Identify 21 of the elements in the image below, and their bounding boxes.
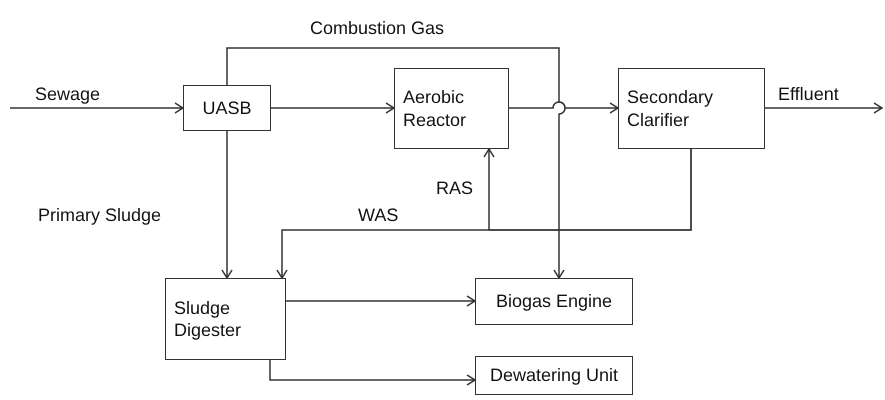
- arrow: [226, 47, 566, 279]
- edge-label: Primary Sludge: [38, 205, 162, 226]
- edge-label: Combustion Gas: [310, 18, 444, 39]
- process-box: Secondary Clarifier: [618, 68, 765, 149]
- arrow: [765, 102, 883, 114]
- process-box: Aerobic Reactor: [394, 68, 509, 149]
- process-box: Sludge Digester: [165, 278, 286, 360]
- edge-label: WAS: [358, 205, 398, 226]
- arrow: [483, 148, 692, 231]
- edge-label: RAS: [436, 178, 474, 199]
- arrow: [221, 131, 233, 279]
- arrow: [10, 102, 184, 114]
- arrow: [286, 295, 476, 307]
- edge-label: Sewage: [35, 84, 100, 105]
- process-box: Biogas Engine: [475, 278, 633, 325]
- arrow: [271, 102, 395, 114]
- process-box: UASB: [183, 85, 271, 131]
- process-box: Dewatering Unit: [475, 356, 633, 395]
- arrow: [509, 101, 619, 114]
- edge-label: Effluent: [778, 84, 839, 105]
- arrow: [269, 360, 476, 386]
